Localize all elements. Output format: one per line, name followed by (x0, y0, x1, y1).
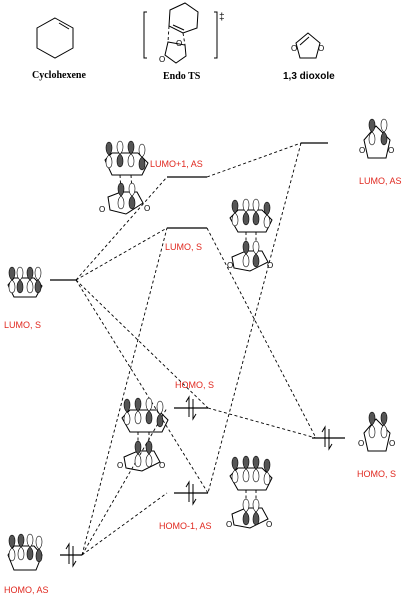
electron-pairs (65, 395, 333, 568)
label-ts-homo: HOMO, S (175, 380, 214, 390)
cyclohexene-homo-orbital (7, 533, 43, 571)
label-dioxole-lumo: LUMO, AS (359, 176, 402, 186)
ts-lumo-plus1-orbital: O O (99, 140, 150, 215)
energy-levels (50, 142, 345, 556)
atom-o: O (99, 205, 105, 214)
atom-o: O (266, 520, 272, 529)
endo-ts-label: Endo TS (163, 71, 201, 82)
atom-o: O (359, 146, 365, 155)
electron-pair-ts-homo-minus1 (185, 480, 197, 506)
cyclohexene-lumo-orbital (7, 266, 43, 298)
ts-homo-minus1-orbital: O O (226, 455, 273, 529)
electron-pair-cyclohexene-homo (65, 542, 77, 568)
correlation-lines (75, 142, 317, 556)
cyclohexene-label: Cyclohexene (32, 70, 86, 81)
atom-o: O (226, 520, 232, 529)
label-ts-homo-minus1: HOMO-1, AS (159, 521, 212, 531)
ts-lumo-orbital: O O (227, 198, 273, 272)
dioxole-lumo-orbital: O O (359, 118, 394, 159)
ts-double-dagger: ‡ (219, 12, 225, 23)
label-ts-lumo: LUMO, S (165, 242, 202, 252)
atom-o: O (117, 461, 123, 470)
label-ts-lumo-plus1: LUMO+1, AS (150, 159, 203, 169)
atom-o: O (227, 261, 233, 270)
dioxole-label: 1,3 dioxole (283, 71, 335, 82)
atom-o: O (144, 204, 150, 213)
label-cyclohexene-lumo: LUMO, S (4, 320, 41, 330)
ts-homo-orbital: O O (117, 397, 169, 472)
endo-ts-structure: O O (143, 2, 218, 64)
atom-o: O (358, 439, 364, 448)
atom-o: O (388, 146, 394, 155)
atom-o: O (318, 44, 324, 53)
atom-o: O (291, 44, 297, 53)
dioxole-structure: O O (291, 32, 324, 59)
cyclohexene-structure (36, 17, 74, 59)
label-dioxole-homo: HOMO, S (357, 469, 396, 479)
atom-o: O (267, 261, 273, 270)
atom-o: O (159, 461, 165, 470)
dioxole-homo-orbital: O O (358, 411, 395, 452)
electron-pair-ts-homo (185, 395, 197, 421)
electron-pair-dioxole-homo (321, 425, 333, 451)
atom-o: O (159, 55, 165, 64)
atom-o: O (176, 39, 182, 48)
atom-o: O (389, 439, 395, 448)
label-cyclohexene-homo: HOMO, AS (4, 585, 49, 595)
